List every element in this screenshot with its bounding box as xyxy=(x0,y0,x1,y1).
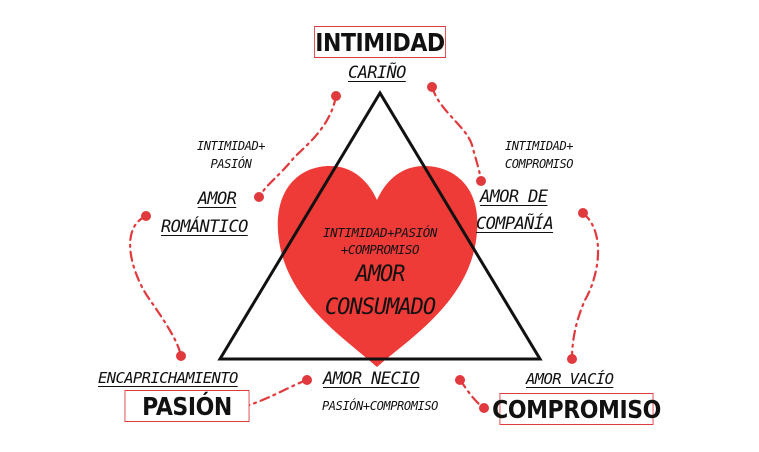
connector-romantico xyxy=(257,94,338,199)
label-encaprichamiento: ENCAPRICHAMIENTO xyxy=(98,369,238,387)
label-romantico-line1: AMOR xyxy=(197,189,237,209)
combo-intimidad-compromiso-line2: COMPROMISO xyxy=(504,157,574,171)
combo-intimidad-pasion-line2: PASIÓN xyxy=(210,157,252,171)
connector-necio xyxy=(242,378,309,409)
label-carino: CARIÑO xyxy=(348,63,406,83)
connector-dot xyxy=(427,82,437,92)
heart-shape xyxy=(277,166,478,367)
label-companía-line1: AMOR DE xyxy=(480,187,548,207)
connector-dot xyxy=(578,208,588,218)
vertex-pasion: PASIÓN xyxy=(124,390,250,422)
connector-dot xyxy=(302,375,312,385)
connector-dot xyxy=(176,351,186,361)
connector-companía xyxy=(430,85,483,183)
combo-intimidad-pasion-line1: INTIMIDAD+ xyxy=(196,139,266,153)
combo-all-line2: +COMPROMISO xyxy=(340,242,420,257)
connector-compromiso xyxy=(458,378,486,410)
connector-dot xyxy=(567,354,577,364)
connector-dot xyxy=(254,192,264,202)
label-companía-line2: COMPAÑÍA xyxy=(476,214,554,234)
label-necio: AMOR NECIO xyxy=(323,369,420,389)
connector-dot xyxy=(141,211,151,221)
connector-dot xyxy=(476,176,486,186)
love-triangle xyxy=(217,90,543,361)
label-romantico-line2: ROMÁNTICO xyxy=(161,217,248,237)
label-consumado-line2: CONSUMADO xyxy=(324,295,436,320)
vertex-intimidad: INTIMIDAD xyxy=(314,26,446,58)
connector-vacio xyxy=(570,211,600,361)
label-vacio: AMOR VACÍO xyxy=(526,370,614,388)
combo-pasion-compromiso: PASIÓN+COMPROMISO xyxy=(321,399,439,413)
connector-encaprichamiento xyxy=(129,214,183,358)
connector-dot xyxy=(455,375,465,385)
combo-all-line1: INTIMIDAD+PASIÓN xyxy=(322,225,437,240)
connector-dot xyxy=(331,91,341,101)
connector-dot xyxy=(479,403,489,413)
label-consumado-line1: AMOR xyxy=(355,262,406,287)
combo-intimidad-compromiso-line1: INTIMIDAD+ xyxy=(504,139,574,153)
vertex-compromiso: COMPROMISO xyxy=(492,393,661,425)
